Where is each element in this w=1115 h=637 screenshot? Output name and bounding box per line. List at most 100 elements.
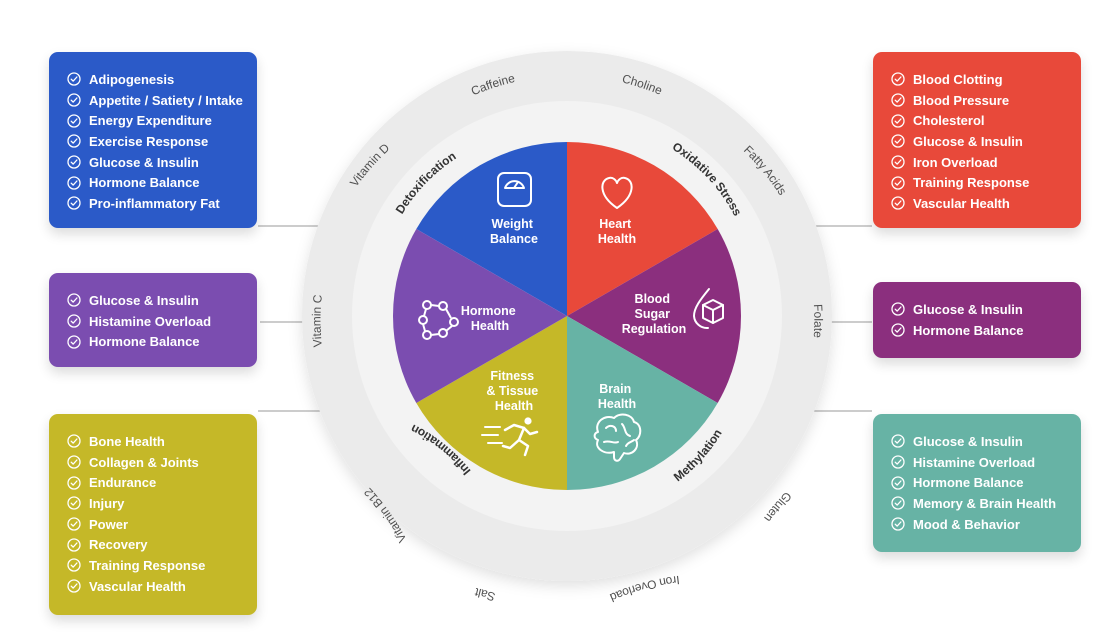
list-item-label: Glucose & Insulin [913, 301, 1023, 317]
list-item: Collagen & Joints [67, 452, 247, 473]
check-circle-icon [67, 335, 81, 349]
check-circle-icon [67, 538, 81, 552]
list-item: Hormone Balance [67, 172, 247, 193]
list-item: Mood & Behavior [891, 514, 1071, 535]
check-circle-icon [891, 434, 905, 448]
list-item-label: Hormone Balance [89, 175, 200, 191]
segment-brain-health[interactable] [567, 316, 718, 490]
segment-heart-health[interactable] [567, 142, 718, 316]
list-item: Glucose & Insulin [67, 290, 247, 311]
list-item: Memory & Brain Health [891, 493, 1071, 514]
check-circle-icon [67, 558, 81, 573]
list-item: Injury [67, 493, 247, 514]
list-item-label: Vascular Health [913, 195, 1010, 211]
list-item: Recovery [67, 534, 247, 555]
check-circle-icon [891, 323, 905, 337]
list-item-label: Memory & Brain Health [913, 495, 1057, 511]
list-item: Histamine Overload [67, 311, 247, 332]
check-circle-icon [67, 517, 81, 531]
list-item-label: Blood Pressure [913, 92, 1010, 108]
list-item-label: Blood Clotting [913, 71, 1003, 87]
nutrient-label-salt: Salt [473, 585, 497, 604]
check-circle-icon [67, 72, 81, 86]
list-item-label: Appetite / Satiety / Intake [89, 92, 243, 108]
check-circle-icon [891, 93, 905, 107]
list-item: Histamine Overload [891, 452, 1071, 473]
list-item: Hormone Balance [891, 472, 1071, 493]
segment-label-blood-sugar: Blood Sugar Regulation [622, 292, 687, 336]
segment-label-brain: Brain Health [598, 382, 636, 411]
list-item: Iron Overload [891, 152, 1071, 173]
check-circle-icon [891, 134, 905, 149]
list-item: Cholesterol [891, 110, 1071, 131]
list-item: Blood Pressure [891, 90, 1071, 111]
check-circle-icon [67, 93, 81, 107]
check-circle-icon [891, 496, 905, 511]
list-item-label: Vascular Health [89, 578, 186, 594]
list-item-label: Glucose & Insulin [89, 292, 199, 308]
segment-fitness-tissue-health[interactable] [416, 316, 567, 490]
list-item: Hormone Balance [891, 320, 1071, 341]
list-item-label: Pro-inflammatory Fat [89, 195, 220, 211]
list-item: Glucose & Insulin [891, 131, 1071, 152]
list-item-label: Glucose & Insulin [89, 154, 199, 170]
list-item: Glucose & Insulin [891, 431, 1071, 452]
check-circle-icon [891, 155, 905, 169]
list-item-label: Energy Expenditure [89, 113, 212, 129]
check-circle-icon [67, 134, 81, 149]
check-circle-icon [67, 114, 81, 128]
check-circle-icon [67, 434, 81, 448]
check-circle-icon [891, 455, 905, 469]
list-item-label: Power [89, 516, 129, 532]
list-item-label: Hormone Balance [913, 322, 1024, 338]
nutrient-label-gluten: Gluten [761, 489, 794, 525]
list-item: Training Response [891, 172, 1071, 193]
list-item-label: Glucose & Insulin [913, 433, 1023, 449]
check-circle-icon [67, 455, 81, 469]
segment-label-weight: Weight Balance [490, 217, 538, 246]
list-item: Glucose & Insulin [891, 299, 1071, 320]
check-circle-icon [67, 155, 81, 169]
check-circle-icon [67, 176, 81, 190]
list-item: Vascular Health [67, 576, 247, 597]
check-circle-icon [891, 72, 905, 86]
list-item: Glucose & Insulin [67, 152, 247, 173]
runner-icon [481, 417, 539, 457]
list-item-label: Bone Health [89, 433, 165, 449]
segment-label-heart: Heart Health [598, 217, 636, 246]
list-item-label: Hormone Balance [913, 475, 1024, 491]
list-item: Pro-inflammatory Fat [67, 193, 247, 214]
check-circle-icon [67, 476, 81, 490]
segment-label-fitness: Fitness & Tissue Health [486, 369, 541, 413]
check-circle-icon [67, 293, 81, 307]
heart-icon [601, 176, 633, 209]
list-item: Endurance [67, 472, 247, 493]
check-circle-icon [67, 496, 81, 511]
check-circle-icon [67, 314, 81, 328]
list-item-label: Recovery [89, 537, 148, 553]
list-item-label: Training Response [89, 557, 206, 573]
sugar-cube-icon [693, 288, 724, 330]
list-item-label: Cholesterol [913, 113, 985, 129]
segment-blood-sugar-regulation[interactable] [567, 229, 742, 403]
list-item: Vascular Health [891, 193, 1071, 214]
check-circle-icon [891, 176, 905, 190]
list-item-label: Mood & Behavior [913, 516, 1020, 532]
check-circle-icon [891, 517, 905, 531]
molecule-icon [418, 300, 459, 340]
segment-weight-balance[interactable] [416, 142, 567, 316]
list-item: Energy Expenditure [67, 110, 247, 131]
check-circle-icon [891, 196, 905, 211]
list-item-label: Histamine Overload [913, 454, 1036, 470]
segment-hormone-health[interactable] [392, 229, 567, 403]
nutrient-label-vitamin-c: Vitamin C [310, 294, 325, 348]
list-item: Hormone Balance [67, 331, 247, 352]
scale-icon [497, 172, 532, 207]
list-item: Training Response [67, 555, 247, 576]
list-item-label: Collagen & Joints [89, 454, 199, 470]
